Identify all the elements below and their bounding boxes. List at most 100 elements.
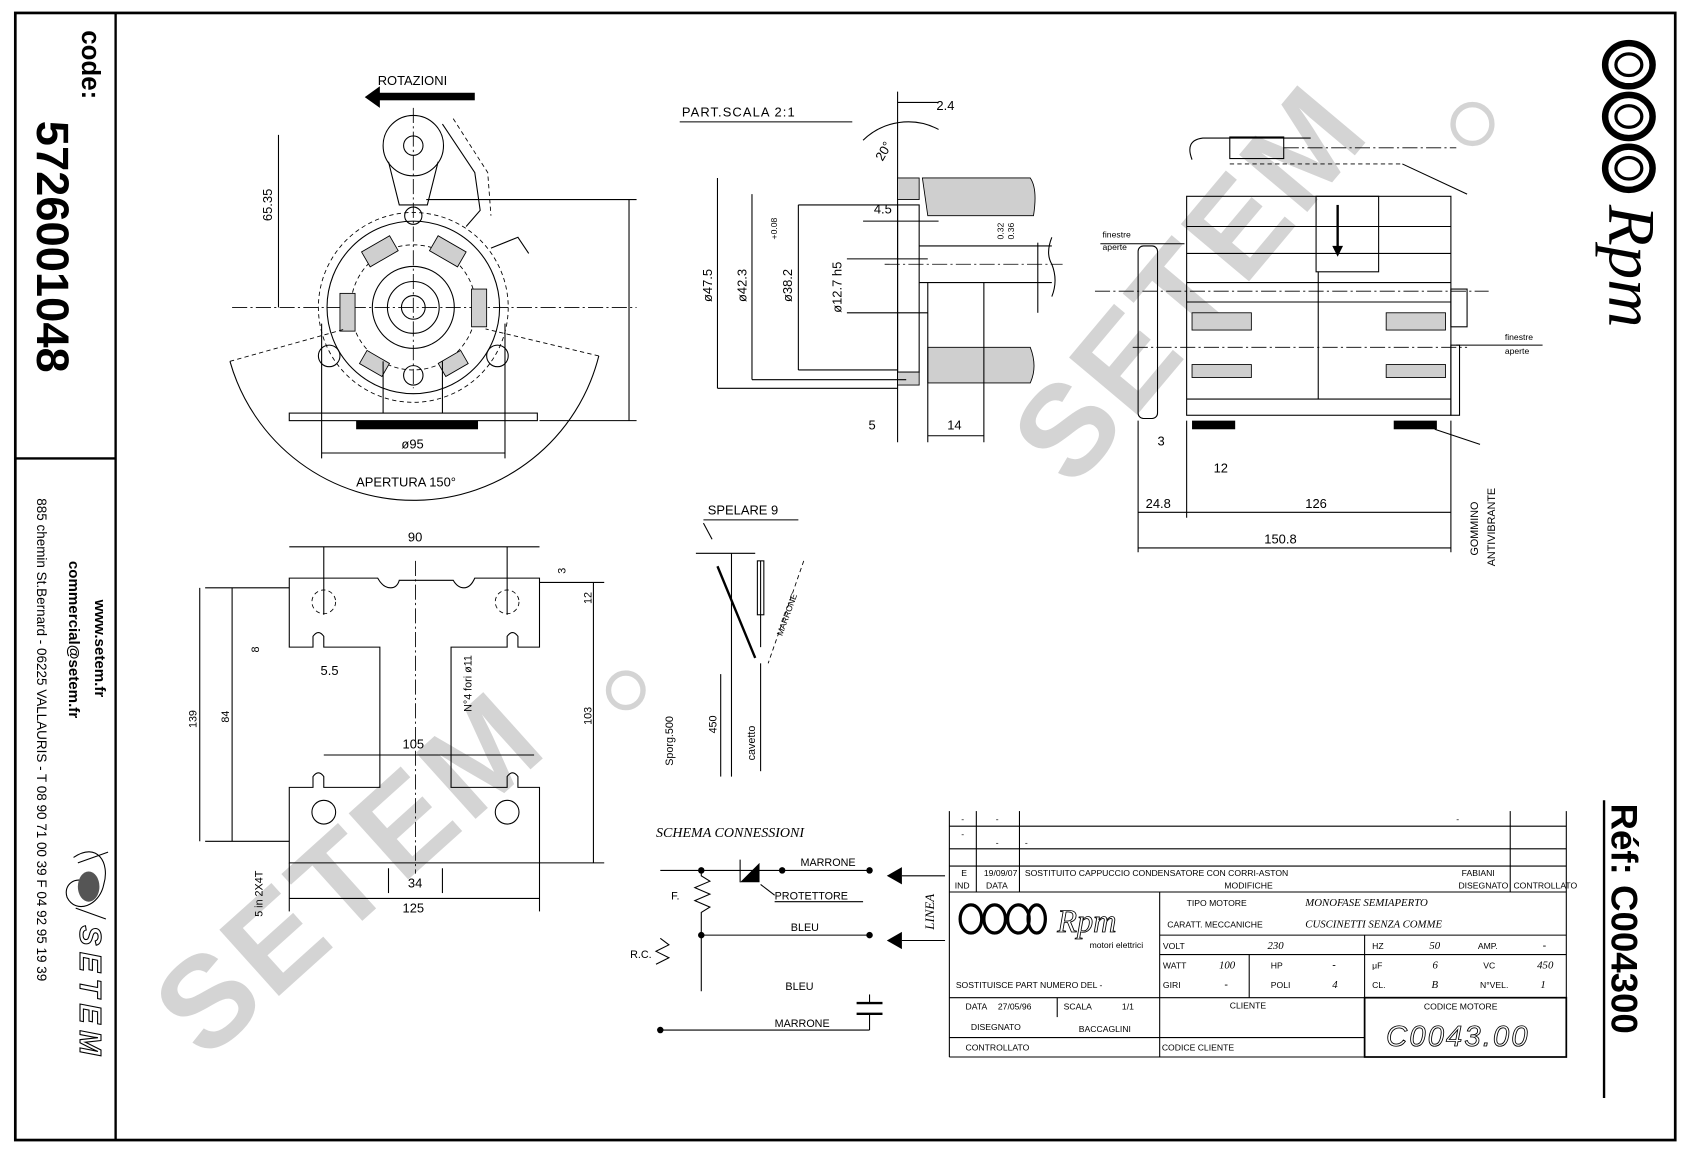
dim-126: 126 bbox=[1305, 496, 1327, 511]
schema-res-aux: R.C. bbox=[630, 949, 652, 961]
dim-47-5: ø47.5 bbox=[700, 269, 715, 302]
dim-height: 65.35 bbox=[260, 189, 275, 221]
rubber-label-line1: GOMMINO bbox=[1469, 502, 1481, 556]
tb-drawn-label: DISEGNATO bbox=[971, 1022, 1021, 1032]
tb-logo-text: Rpm bbox=[1056, 903, 1116, 939]
capacitor-icon bbox=[856, 994, 883, 1031]
schema-title: SCHEMA CONNESSIONI bbox=[656, 826, 805, 841]
dim-12: 12 bbox=[1214, 460, 1228, 475]
front-view: ROTAZIONI 65.35 bbox=[229, 73, 637, 501]
dim-3: 3 bbox=[1158, 433, 1165, 448]
line-arrow-icon bbox=[886, 931, 902, 950]
dim-12-7: ø12.7 h5 bbox=[830, 262, 845, 313]
window-left-line2: aperte bbox=[1103, 242, 1128, 252]
window-right-line2: aperte bbox=[1505, 346, 1530, 356]
tb-mech-value: CUSCINETTI SENZA COMME bbox=[1305, 919, 1442, 931]
dim-84: 84 bbox=[220, 711, 232, 723]
rotation-arrow-icon bbox=[364, 86, 475, 108]
ref-label: Réf: C004300 bbox=[1604, 804, 1645, 1034]
wire-label: MARRONE bbox=[775, 592, 800, 637]
dim-tol-008: +0.08 bbox=[769, 217, 779, 239]
dim-036: 0.36 bbox=[1006, 222, 1016, 239]
resistor-aux-icon bbox=[654, 937, 671, 965]
rev1-ind: - bbox=[961, 814, 964, 824]
tb-client-label: CLIENTE bbox=[1230, 1000, 1267, 1010]
watermark-side: SETEM bbox=[985, 58, 1396, 509]
side-view: finestre aperte finestre aperte 24.8 126… bbox=[1094, 136, 1543, 566]
code-value: 5726001048 bbox=[27, 121, 78, 373]
tb-cl-label: CL. bbox=[1372, 980, 1385, 990]
dim-42-3: ø42.3 bbox=[735, 269, 750, 302]
tb-motor-code-label: CODICE MOTORE bbox=[1424, 1002, 1498, 1012]
header-mod: MODIFICHE bbox=[1224, 881, 1273, 891]
tb-uf-value: 6 bbox=[1433, 960, 1439, 972]
tb-hp-label: HP bbox=[1271, 961, 1283, 971]
rev2-data: - bbox=[996, 838, 999, 848]
tb-volt-value: 230 bbox=[1268, 940, 1285, 952]
tb-amp-label: AMP. bbox=[1478, 941, 1498, 951]
code-label: code: bbox=[76, 30, 104, 99]
tb-vel-label: N°VEL. bbox=[1480, 980, 1508, 990]
connection-schema: SCHEMA CONNESSIONI MARRONE PROTETTORE F.… bbox=[630, 826, 946, 1034]
tb-hz-value: 50 bbox=[1429, 940, 1440, 952]
rubber-label-line2: ANTIVIBRANTE bbox=[1486, 488, 1498, 566]
schema-wire-top: MARRONE bbox=[801, 857, 856, 869]
rev3-desc: SOSTITUITO CAPPUCCIO CONDENSATORE CON CO… bbox=[1025, 868, 1288, 878]
rev3-dis: FABIANI bbox=[1462, 868, 1495, 878]
strip-label: SPELARE 9 bbox=[708, 502, 778, 517]
rpm-logo-icon bbox=[1601, 39, 1656, 194]
bracket-view: 90 105 125 34 5.5 12 103 3 8 N°4 fori ø1… bbox=[188, 529, 605, 917]
rev3-data: 19/09/07 bbox=[984, 868, 1018, 878]
rotation-label: ROTAZIONI bbox=[378, 73, 447, 88]
tb-motor-type-label: TIPO MOTORE bbox=[1187, 898, 1247, 908]
dim-90: 90 bbox=[408, 529, 422, 544]
dim-14: 14 bbox=[947, 417, 961, 432]
title-block: - - - - - - E 19/09/07 SOSTITUITO CAPPUC… bbox=[948, 811, 1578, 1058]
dim-5-5: 5.5 bbox=[321, 663, 339, 678]
tb-watt-value: 100 bbox=[1219, 960, 1236, 972]
dim-139: 139 bbox=[188, 710, 200, 728]
dim-38-2: ø38.2 bbox=[780, 269, 795, 302]
tb-date-label: DATA bbox=[966, 1002, 988, 1012]
dim-34: 34 bbox=[408, 876, 422, 891]
tb-giri-value: - bbox=[1224, 979, 1228, 991]
dim-12b: 12 bbox=[582, 592, 594, 604]
dim-24-8: 24.8 bbox=[1146, 496, 1171, 511]
website-text: www.setem.fr bbox=[91, 599, 108, 698]
tb-giri-label: GIRI bbox=[1163, 980, 1181, 990]
tb-poli-label: POLI bbox=[1271, 980, 1291, 990]
rev3-ind: E bbox=[961, 868, 967, 878]
drawing-border bbox=[13, 11, 1677, 1142]
setem-bird-logo-icon bbox=[65, 851, 109, 920]
dim-8: 8 bbox=[250, 647, 262, 653]
tb-cl-value: B bbox=[1431, 979, 1438, 991]
thread-note: 5 in 2X4T bbox=[253, 870, 265, 917]
wire-view: SPELARE 9 MARRONE Sporg.500 450 cavetto bbox=[664, 502, 805, 777]
schema-wire-bleu: BLEU bbox=[785, 981, 813, 993]
dim-4-5: 4.5 bbox=[874, 202, 892, 217]
tb-checked-label: CONTROLLATO bbox=[966, 1043, 1030, 1053]
schema-protector: PROTETTORE bbox=[775, 891, 848, 903]
tb-vc-value: 450 bbox=[1537, 960, 1554, 972]
tb-vc-label: VC bbox=[1483, 961, 1495, 971]
tb-logo-sub: motori elettrici bbox=[1090, 940, 1144, 950]
protector-icon bbox=[740, 862, 760, 883]
detail-view: PART.SCALA 2:1 ø47.5 ø42.3 ø38.2 +0.08 ø… bbox=[679, 91, 1063, 443]
window-right-line1: finestre bbox=[1505, 332, 1533, 342]
address-text: 885 chemin St.Bernard - 06225 VALLAURIS … bbox=[34, 498, 49, 981]
dim-105: 105 bbox=[403, 737, 425, 752]
header-data: DATA bbox=[986, 881, 1008, 891]
tb-volt-label: VOLT bbox=[1163, 941, 1186, 951]
tb-client-code-label: CODICE CLIENTE bbox=[1162, 1043, 1234, 1053]
rpm-logo-text: Rpm bbox=[1594, 204, 1668, 328]
tb-poli-value: 4 bbox=[1332, 979, 1338, 991]
schema-res-main: F. bbox=[671, 891, 679, 903]
tb-hz-label: HZ bbox=[1372, 941, 1383, 951]
schema-wire-bottom: MARRONE bbox=[775, 1018, 830, 1030]
tb-scale-label: SCALA bbox=[1064, 1002, 1092, 1012]
detail-title: PART.SCALA 2:1 bbox=[682, 104, 796, 119]
rev2-ind: - bbox=[961, 829, 964, 839]
tb-rpm-logo-icon bbox=[958, 903, 1047, 935]
line-arrow-icon bbox=[886, 867, 902, 885]
opening-label: APERTURA 150° bbox=[356, 474, 456, 489]
